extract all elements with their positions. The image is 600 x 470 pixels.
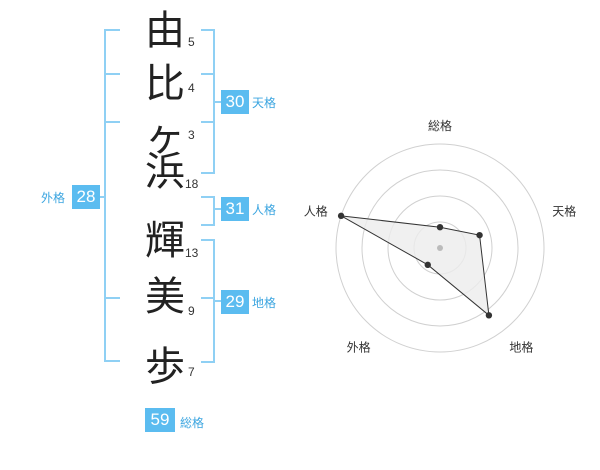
- stroke-count-5: 13: [185, 246, 199, 260]
- jinkaku-connector: [215, 208, 223, 210]
- stroke-count-2: 4: [188, 81, 195, 95]
- soukaku-label: 総格: [180, 416, 205, 430]
- tenkaku-bracket-tick: [201, 121, 215, 123]
- chikaku-bracket-tick: [201, 297, 215, 299]
- gaikaku-value: 28: [72, 185, 100, 209]
- radar-point-2: [485, 312, 493, 319]
- chikaku-connector: [215, 300, 223, 302]
- radar-point-0: [436, 224, 444, 231]
- stroke-count-3: 3: [188, 128, 195, 142]
- soukaku-value: 59: [145, 408, 175, 432]
- radar-center-point: [437, 245, 443, 251]
- radar-axis-label: 地格: [509, 339, 533, 354]
- tenkaku-bracket: [201, 29, 215, 174]
- tenkaku-value: 30: [221, 90, 249, 114]
- gaikaku-bracket-tick: [106, 297, 120, 299]
- radar-axis-label: 外格: [347, 339, 371, 354]
- chikaku-label: 地格: [252, 296, 277, 310]
- name-char-4: 浜: [145, 149, 185, 195]
- tenkaku-label: 天格: [252, 96, 277, 110]
- stroke-count-4: 18: [185, 177, 199, 191]
- radar-point-3: [424, 261, 431, 269]
- stroke-count-6: 9: [188, 304, 195, 318]
- gaikaku-bracket-tick: [106, 121, 120, 123]
- gaikaku-connector: [97, 196, 106, 198]
- radar-grid-ring: [361, 169, 519, 327]
- name-char-6: 美: [145, 274, 185, 320]
- radar-point-4: [337, 212, 345, 220]
- name-char-2: 比: [145, 61, 185, 107]
- gaikaku-bracket: [104, 29, 120, 362]
- gaikaku-bracket-tick: [106, 73, 120, 75]
- stroke-count-7: 7: [188, 365, 195, 379]
- chikaku-bracket: [201, 239, 215, 363]
- gaikaku-label: 外格: [41, 191, 66, 205]
- name-char-1: 由: [145, 8, 185, 54]
- stroke-count-1: 5: [188, 35, 195, 49]
- radar-point-1: [476, 231, 483, 239]
- radar-grid-ring: [335, 143, 545, 353]
- radar-axis-label: 人格: [304, 204, 328, 219]
- radar-axis-label: 天格: [552, 204, 576, 219]
- jinkaku-label: 人格: [252, 203, 277, 217]
- jinkaku-value: 31: [221, 197, 249, 221]
- name-char-3: ヶ: [145, 114, 185, 160]
- name-char-7: 歩: [145, 344, 185, 390]
- tenkaku-bracket-tick: [201, 73, 215, 75]
- tenkaku-connector: [215, 101, 223, 103]
- name-char-5: 輝: [145, 218, 185, 264]
- radar-series-polygon: [340, 215, 490, 317]
- chikaku-value: 29: [221, 290, 249, 314]
- radar-axis-label: 総格: [428, 118, 452, 133]
- radar-grid-ring: [387, 195, 493, 301]
- jinkaku-bracket: [201, 196, 215, 226]
